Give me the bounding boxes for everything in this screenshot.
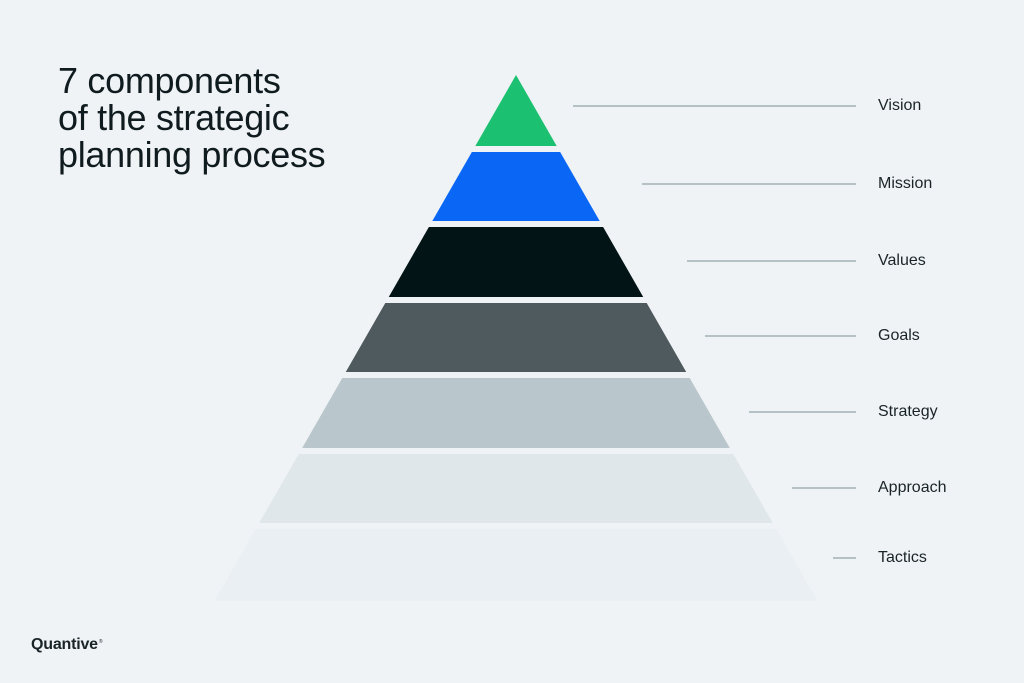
pyramid-level-strategy bbox=[302, 378, 730, 448]
label-strategy: Strategy bbox=[878, 403, 938, 420]
pyramid-level-vision bbox=[475, 75, 557, 146]
title-line-3: planning process bbox=[58, 134, 326, 175]
leader-line-vision bbox=[573, 105, 856, 107]
pyramid-level-approach bbox=[259, 454, 773, 523]
pyramid-level-tactics bbox=[214, 529, 818, 601]
pyramid-level-mission bbox=[432, 152, 600, 221]
label-vision: Vision bbox=[878, 97, 922, 114]
quantive-logo: Quantive® bbox=[31, 636, 103, 654]
logo-text: Quantive bbox=[31, 636, 98, 653]
label-values: Values bbox=[878, 252, 926, 269]
label-approach: Approach bbox=[878, 479, 947, 496]
label-mission: Mission bbox=[878, 175, 933, 192]
leader-line-goals bbox=[705, 335, 856, 337]
title-line-1: 7 components bbox=[58, 60, 281, 101]
registered-mark: ® bbox=[98, 639, 103, 645]
label-goals: Goals bbox=[878, 327, 920, 344]
pyramid-level-values bbox=[388, 227, 644, 297]
leader-line-tactics bbox=[833, 557, 856, 559]
page-title: 7 components of the strategic planning p… bbox=[58, 60, 326, 175]
leader-line-approach bbox=[792, 487, 856, 489]
leader-line-mission bbox=[642, 183, 856, 185]
label-tactics: Tactics bbox=[878, 549, 927, 566]
pyramid-level-goals bbox=[345, 303, 687, 372]
title-line-2: of the strategic bbox=[58, 97, 290, 138]
leader-line-values bbox=[687, 260, 856, 262]
leader-line-strategy bbox=[749, 411, 856, 413]
